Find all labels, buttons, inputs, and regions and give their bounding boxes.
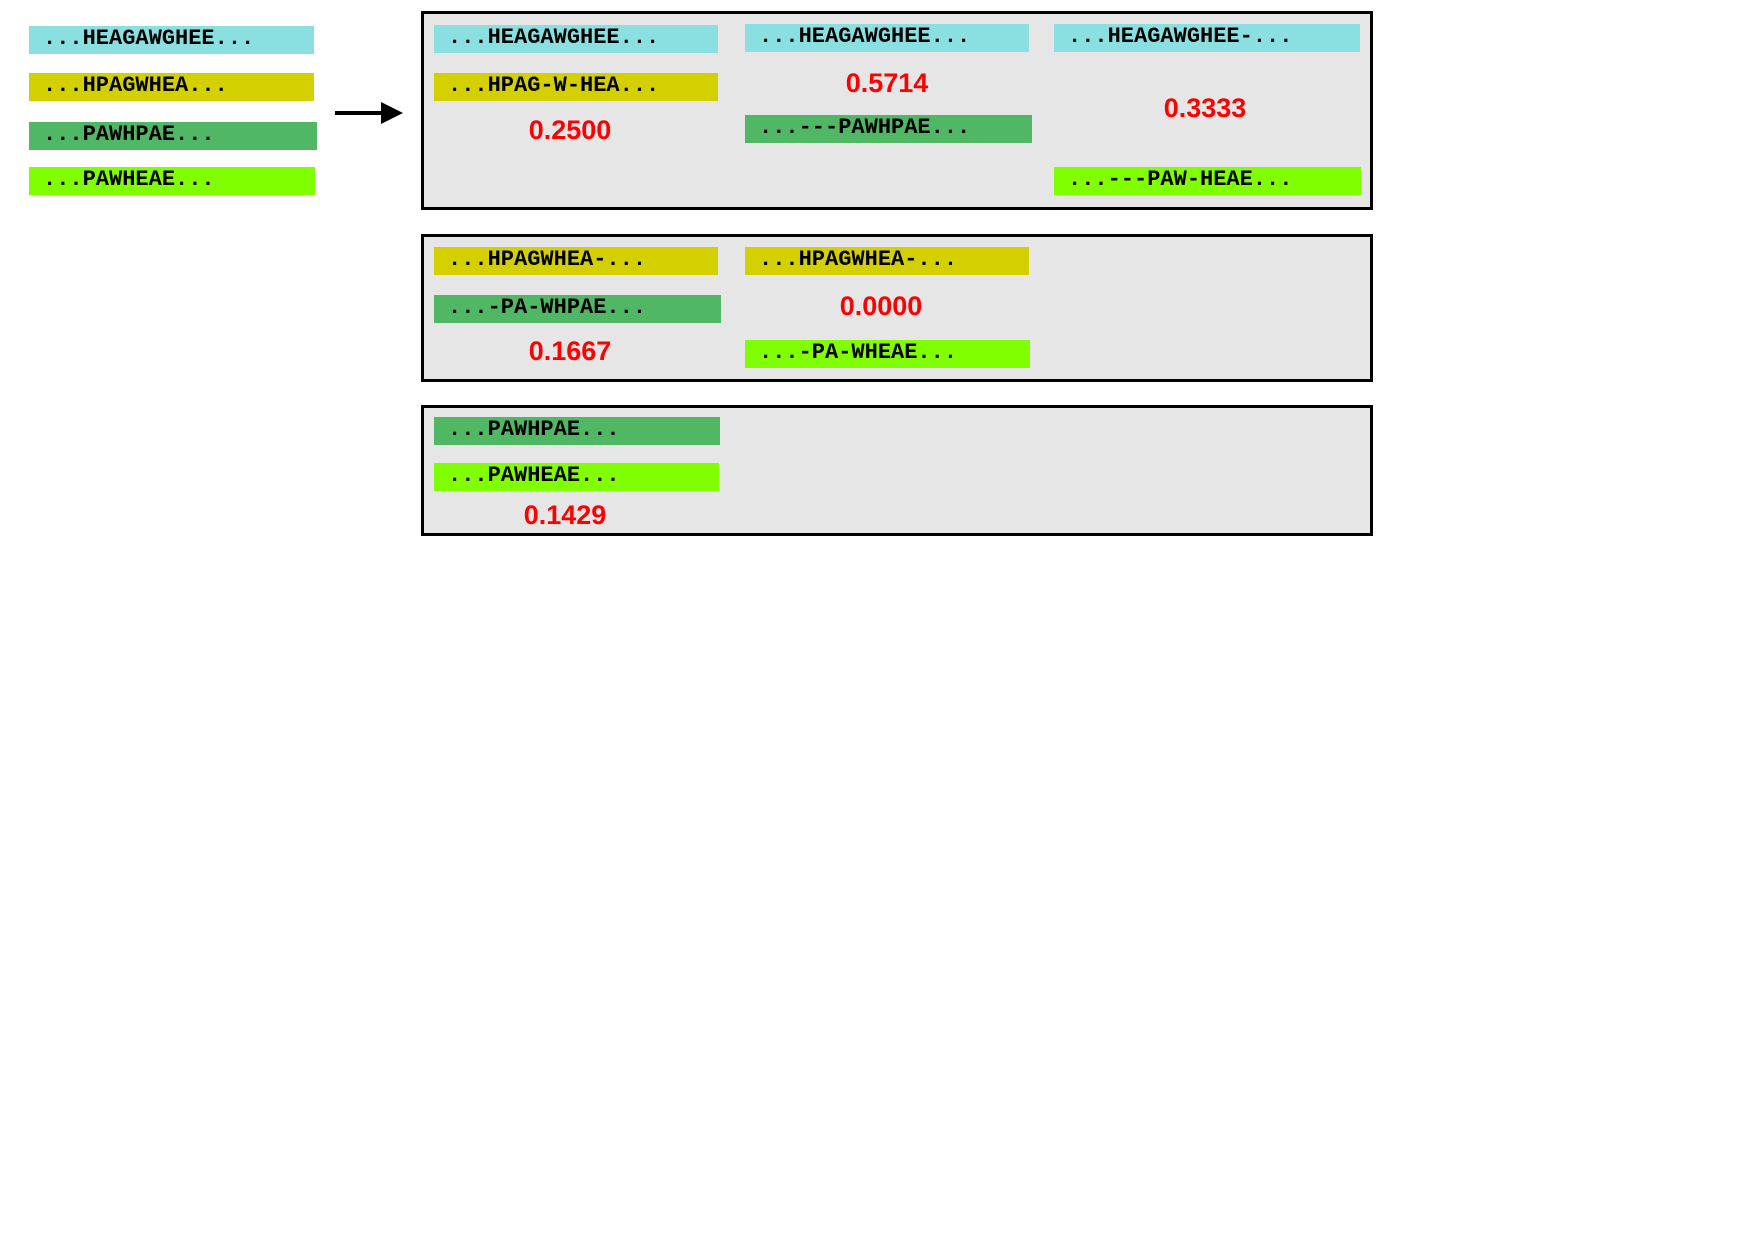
- right-arrow-icon: [335, 102, 403, 124]
- panel1-pair3-bottom: ...---PAW-HEAE...: [1054, 167, 1361, 195]
- panel1-pair1-top: ...HEAGAWGHEE...: [434, 25, 718, 53]
- panel1-pair1-score: 0.2500: [528, 115, 612, 145]
- panel3-pair1-score: 0.1429: [523, 500, 607, 530]
- input-sequence-4: ...PAWHEAE...: [29, 167, 315, 195]
- panel2-pair2-bottom: ...-PA-WHEAE...: [745, 340, 1030, 368]
- panel1-pair2-top: ...HEAGAWGHEE...: [745, 24, 1029, 52]
- input-sequence-2: ...HPAGWHEA...: [29, 73, 314, 101]
- panel2-pair1-top: ...HPAGWHEA-...: [434, 247, 718, 275]
- panel1-pair1-bottom: ...HPAG-W-HEA...: [434, 73, 718, 101]
- panel2-pair1-bottom: ...-PA-WHPAE...: [434, 295, 721, 323]
- panel2-pair1-score: 0.1667: [528, 336, 612, 366]
- panel1-pair2-bottom: ...---PAWHPAE...: [745, 115, 1032, 143]
- panel1-pair3-score: 0.3333: [1163, 93, 1247, 123]
- input-sequence-1: ...HEAGAWGHEE...: [29, 26, 314, 54]
- panel3-pair1-bottom: ...PAWHEAE...: [434, 463, 719, 491]
- panel2-pair2-top: ...HPAGWHEA-...: [745, 247, 1029, 275]
- panel1-pair3-top: ...HEAGAWGHEE-...: [1054, 24, 1360, 52]
- input-sequence-3: ...PAWHPAE...: [29, 122, 317, 150]
- panel3-pair1-top: ...PAWHPAE...: [434, 417, 720, 445]
- panel2-pair2-score: 0.0000: [839, 291, 923, 321]
- panel1-pair2-score: 0.5714: [845, 68, 929, 98]
